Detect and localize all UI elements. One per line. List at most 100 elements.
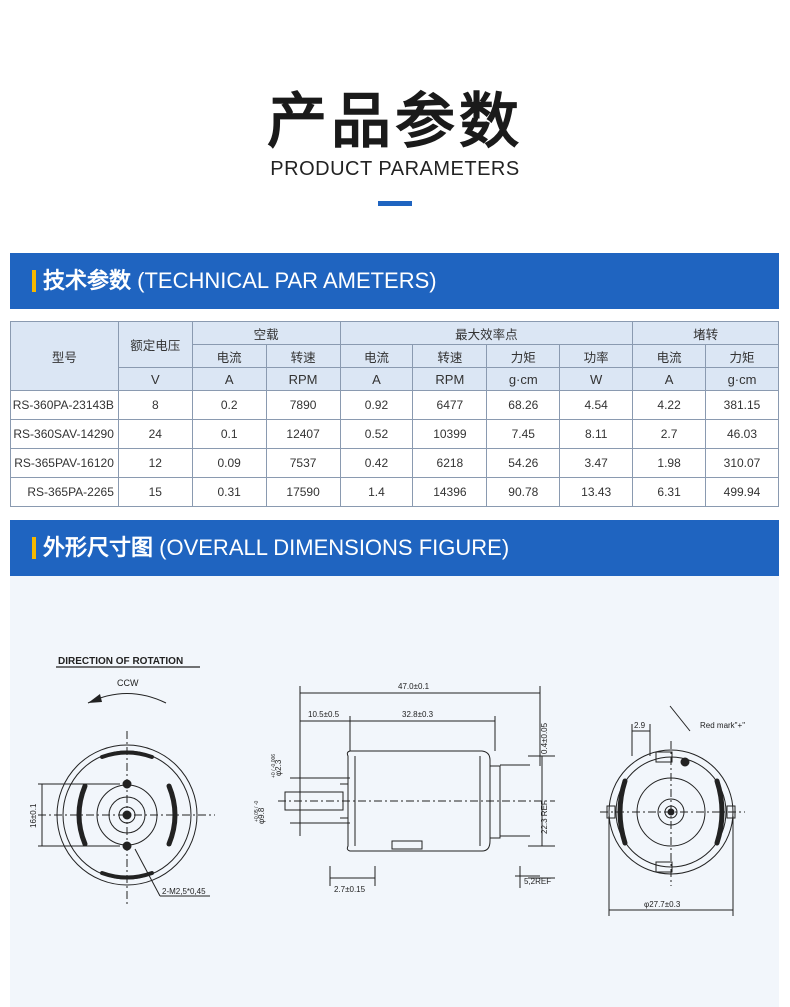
dim-boss-dia: φ9.8 (257, 807, 266, 824)
red-mark-label: Red mark"+" (700, 721, 745, 730)
dim-total-length: 47.0±0.1 (398, 682, 430, 691)
cell-me-current: 0.92 (339, 390, 414, 420)
section-dimensions-title: 外形尺寸图 (OVERALL DIMENSIONS FIGURE) (43, 520, 509, 577)
cell-nl-speed: 12407 (265, 419, 341, 449)
cell-me-power: 4.54 (559, 390, 634, 420)
dim-shaft-dia-tol: +0 / -0.006 (271, 754, 277, 778)
cell-me-torque: 68.26 (486, 390, 561, 420)
cell-me-speed: 10399 (412, 419, 488, 449)
section-technical-title-cn: 技术参数 (43, 269, 132, 294)
unit-me-current: A (339, 367, 414, 391)
section-dimensions-title-en: (OVERALL DIMENSIONS FIGURE) (159, 535, 510, 560)
technical-specs-table: 型号 额定电压 空载 最大效率点 堵转 电流 转速 电流 转速 力矩 功率 电流… (10, 321, 779, 507)
cell-nl-speed: 17590 (265, 477, 341, 507)
header-no-load: 空载 (191, 321, 341, 345)
dim-holes: 2-M2,5*0,45 (162, 887, 206, 896)
header-max-efficiency: 最大效率点 (339, 321, 634, 345)
section-accent (32, 537, 36, 559)
section-dimensions-header: 外形尺寸图 (OVERALL DIMENSIONS FIGURE) (10, 520, 779, 576)
cell-nl-current: 0.2 (191, 390, 267, 420)
unit-st-current: A (632, 367, 707, 391)
cell-st-torque: 381.15 (705, 390, 779, 420)
cell-nl-current: 0.31 (191, 477, 267, 507)
cell-me-current: 1.4 (339, 477, 414, 507)
cell-nl-current: 0.1 (191, 419, 267, 449)
table-row: RS-360SAV-14290 24 0.1 12407 0.52 10399 … (10, 419, 779, 449)
cell-st-torque: 310.07 (705, 448, 779, 478)
unit-me-torque: g·cm (486, 367, 561, 391)
section-accent (32, 270, 36, 292)
page-title: 产品参数 (267, 87, 523, 157)
dimensions-figure: DIRECTION OF ROTATION CCW 16±0.1 2-M2,5*… (10, 576, 779, 1007)
dim-body-length: 32.8±0.3 (402, 710, 434, 719)
side-view-middle (278, 686, 555, 888)
unit-nl-speed: RPM (265, 367, 341, 391)
end-view-left (38, 666, 215, 906)
cell-me-power: 8.11 (559, 419, 634, 449)
table-row: RS-365PA-2265 15 0.31 17590 1.4 14396 90… (10, 477, 779, 507)
end-view-right (600, 705, 745, 916)
cell-voltage: 24 (117, 419, 193, 449)
cell-me-torque: 54.26 (486, 448, 561, 478)
unit-voltage: V (117, 367, 193, 391)
header-me-torque: 力矩 (486, 344, 561, 368)
dim-shaft-length: 10.5±0.5 (308, 710, 340, 719)
cell-me-torque: 7.45 (486, 419, 561, 449)
dim-shaft-dia: φ2.3 (274, 759, 283, 776)
cell-me-current: 0.42 (339, 448, 414, 478)
dim-04: 0.4±0.05 (540, 722, 549, 754)
cell-me-power: 13.43 (559, 477, 634, 507)
cell-me-current: 0.52 (339, 419, 414, 449)
dimensions-drawing: DIRECTION OF ROTATION CCW 16±0.1 2-M2,5*… (29, 656, 745, 916)
cell-me-power: 3.47 (559, 448, 634, 478)
dim-16: 16±0.1 (29, 803, 38, 828)
header-me-power: 功率 (559, 344, 634, 368)
dim-277: φ27.7±0.3 (644, 900, 681, 909)
ccw-label: CCW (117, 678, 139, 688)
cell-st-torque: 499.94 (705, 477, 779, 507)
cell-st-current: 2.7 (632, 419, 707, 449)
dim-52: 5,2REF (524, 877, 551, 886)
cell-st-current: 4.22 (632, 390, 707, 420)
section-technical-title-en: (TECHNICAL PAR AMETERS) (137, 268, 437, 293)
section-technical-title: 技术参数 (TECHNICAL PAR AMETERS) (43, 253, 437, 310)
header-nl-current: 电流 (191, 344, 267, 368)
section-dimensions-title-cn: 外形尺寸图 (43, 536, 154, 561)
header-voltage: 额定电压 (117, 321, 193, 368)
cell-voltage: 15 (117, 477, 193, 507)
header-st-torque: 力矩 (705, 344, 779, 368)
header-me-speed: 转速 (412, 344, 488, 368)
header-nl-speed: 转速 (265, 344, 341, 368)
cell-st-current: 6.31 (632, 477, 707, 507)
cell-me-speed: 6218 (412, 448, 488, 478)
cell-nl-speed: 7890 (265, 390, 341, 420)
unit-me-speed: RPM (412, 367, 488, 391)
unit-me-power: W (559, 367, 634, 391)
cell-me-speed: 6477 (412, 390, 488, 420)
header-st-current: 电流 (632, 344, 707, 368)
table-row: RS-365PAV-16120 12 0.09 7537 0.42 6218 5… (10, 448, 779, 478)
cell-nl-speed: 7537 (265, 448, 341, 478)
cell-model: RS-360PA-23143B (10, 390, 119, 420)
header-model: 型号 (10, 321, 119, 391)
dim-223: 22.3 REF (540, 800, 549, 834)
dim-27: 2.7±0.15 (334, 885, 366, 894)
rotation-title: DIRECTION OF ROTATION (58, 656, 183, 667)
cell-voltage: 12 (117, 448, 193, 478)
unit-nl-current: A (191, 367, 267, 391)
header-me-current: 电流 (339, 344, 414, 368)
cell-st-torque: 46.03 (705, 419, 779, 449)
cell-model: RS-365PAV-16120 (10, 448, 119, 478)
cell-me-speed: 14396 (412, 477, 488, 507)
title-underline (378, 201, 412, 206)
cell-me-torque: 90.78 (486, 477, 561, 507)
header-stall: 堵转 (632, 321, 779, 345)
unit-st-torque: g·cm (705, 367, 779, 391)
page-subtitle: PRODUCT PARAMETERS (270, 158, 520, 180)
dim-boss-tol: +0.05 / -0 (254, 801, 260, 822)
table-row: RS-360PA-23143B 8 0.2 7890 0.92 6477 68.… (10, 390, 779, 420)
cell-voltage: 8 (117, 390, 193, 420)
cell-model: RS-360SAV-14290 (10, 419, 119, 449)
cell-nl-current: 0.09 (191, 448, 267, 478)
dim-29: 2.9 (634, 721, 646, 730)
